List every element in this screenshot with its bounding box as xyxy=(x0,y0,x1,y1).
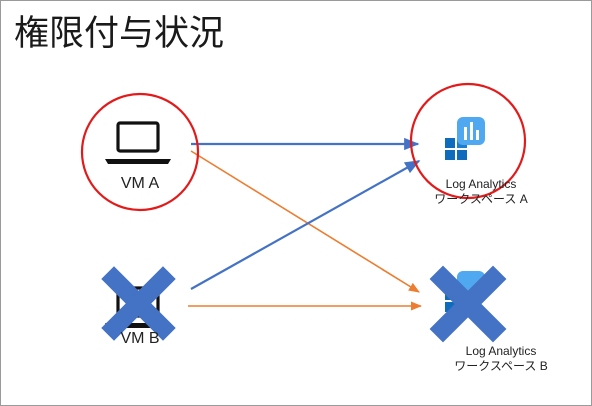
log-analytics-b-label-line1: Log Analytics xyxy=(465,344,537,358)
vm-b-label: VM B xyxy=(120,330,160,347)
log-analytics-b-label-line2: ワークスペース B xyxy=(454,359,548,373)
log-analytics-a-label-line1: Log Analytics xyxy=(445,177,517,191)
log-analytics-b-cross-mark xyxy=(429,265,507,343)
arrow-vm-a-to-la-b xyxy=(190,150,420,293)
laptop-icon xyxy=(105,121,171,164)
log-analytics-a-label: Log Analytics ワークスペース A xyxy=(416,177,546,207)
log-analytics-a-highlight-circle xyxy=(409,82,527,200)
log-analytics-icon xyxy=(445,117,485,160)
vm-a-label: VM A xyxy=(120,175,160,192)
log-analytics-a-label-line2: ワークスペース A xyxy=(434,192,528,206)
vm-b-node xyxy=(101,266,176,341)
page-title: 権限付与状況 xyxy=(14,14,225,54)
vm-b-cross-mark xyxy=(101,266,176,341)
log-analytics-b-node xyxy=(429,265,507,343)
log-analytics-a-node xyxy=(409,82,527,200)
vm-a-highlight-circle xyxy=(80,92,200,212)
arrow-vm-b-to-la-a xyxy=(190,160,421,290)
vm-a-node xyxy=(80,92,200,212)
log-analytics-b-label: Log Analytics ワークスペース B xyxy=(436,344,566,374)
